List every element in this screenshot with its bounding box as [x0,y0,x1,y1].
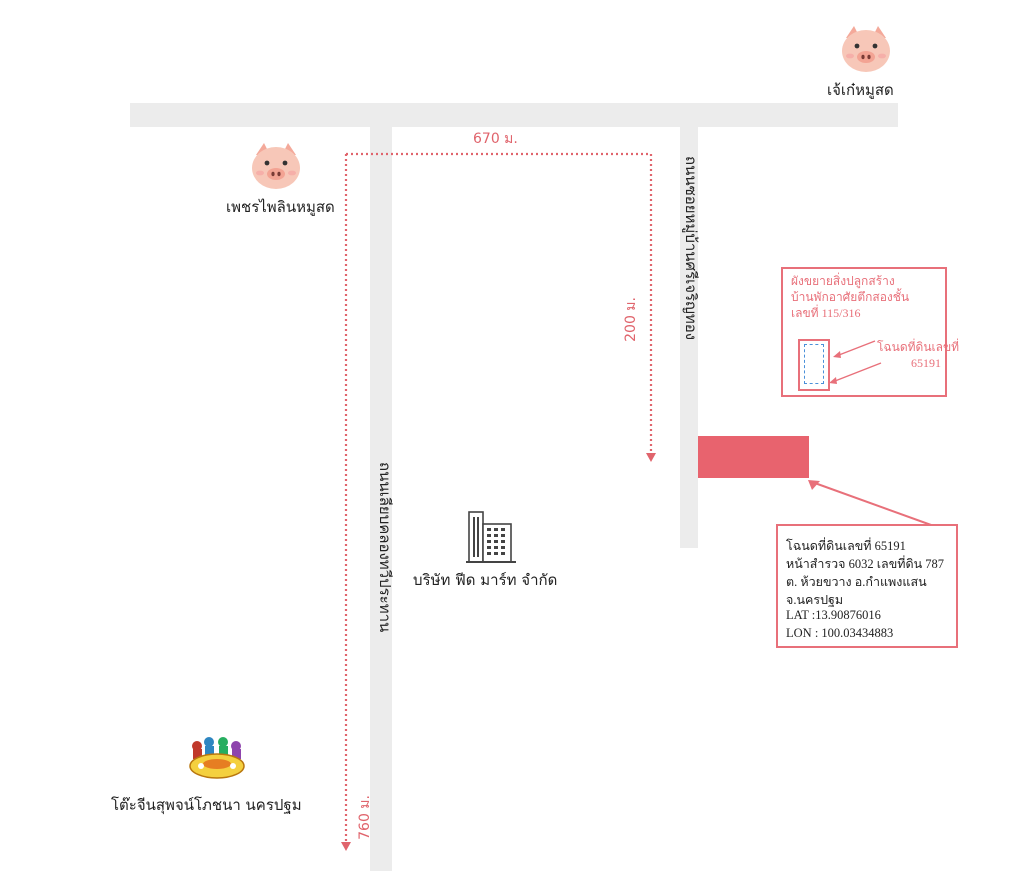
village-road-label: ถนนซอยหมู่บ้านศรีเจริญทอง [682,156,700,341]
main-road-horizontal [130,103,898,127]
restaurant-label: โต๊ะจีนสุพจน์โภชนา นครปฐม [111,796,302,814]
inset-title: ผังขยายสิ่งปลูกสร้าง บ้านพักอาศัยตึกสองช… [791,273,941,321]
deed-info-box: โฉนดที่ดินเลขที่ 65191 หน้าสำรวจ 6032 เล… [776,524,958,648]
pig-face-icon [248,141,304,191]
latitude: LAT :13.90876016 [786,608,881,622]
banquet-table-icon [187,736,247,782]
pig-shop-left-label: เพชรไพลินหมูสด [226,198,335,216]
subdistrict-district: ต. ห้วยขวาง อ.กำแพงแสน [786,575,927,589]
inset-title-line: บ้านพักอาศัยตึกสองชั้น [791,290,910,304]
inset-building-outline [804,344,824,384]
inset-title-line: ผังขยายสิ่งปลูกสร้าง [791,274,895,288]
inset-pointer-lines [829,340,882,384]
canal-road-label: ถนนเลียบคลองทวีประทาน [376,462,394,633]
inset-plot-outline [798,339,830,391]
inset-plan-box: ผังขยายสิ่งปลูกสร้าง บ้านพักอาศัยตึกสองช… [781,267,960,397]
canal-road [370,118,392,871]
office-building-icon [466,510,516,564]
pig-shop-top-label: เจ้เก๋หมูสด [827,81,894,99]
company-label: บริษัท ฟีด มาร์ท จำกัด [413,571,558,589]
inset-note-line: 65191 [911,356,941,370]
longitude: LON : 100.03434883 [786,626,894,640]
survey-page: หน้าสำรวจ 6032 เลขที่ดิน 787 [786,557,945,571]
pig-face-icon [838,24,894,74]
land-plot-marker [698,436,809,478]
inset-note-line: โฉนดที่ดินเลขที่ [877,340,960,354]
distance-right: 200 ม. [623,297,639,342]
village-road [680,118,698,548]
distance-left: 760 ม. [357,795,373,840]
distance-top: 670 ม. [473,131,518,147]
province: จ.นครปฐม [786,593,844,607]
inset-note: โฉนดที่ดินเลขที่ 65191 [877,339,960,371]
deed-number: โฉนดที่ดินเลขที่ 65191 [786,539,906,553]
inset-title-line: เลขที่ 115/316 [791,306,861,320]
